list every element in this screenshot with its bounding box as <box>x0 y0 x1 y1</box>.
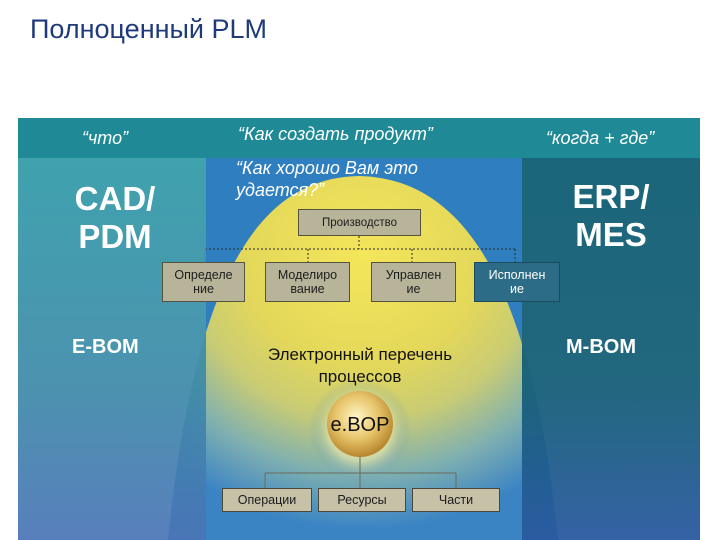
stage-management-line1: Управлен <box>385 268 442 282</box>
question-what: “что” <box>82 128 129 148</box>
erp-mes-panel <box>522 158 700 540</box>
pdm-label: PDM <box>78 218 152 255</box>
process-list-label: Электронный перечень процессов <box>226 344 494 388</box>
cad-pdm-label: CAD/ PDM <box>60 180 170 256</box>
question-how-well-2: удается?” <box>236 180 325 200</box>
production-box: Производство <box>298 209 421 236</box>
stage-definition-line2: ние <box>193 282 214 296</box>
resources-button[interactable]: Ресурсы <box>318 488 406 512</box>
plm-diagram: “что” “Как создать продукт” “когда + где… <box>18 118 700 540</box>
erp-label: ERP/ <box>572 178 650 215</box>
stage-definition-line1: Определе <box>174 268 233 282</box>
e-bom-label: E-BOM <box>72 336 139 358</box>
bottom-connectors <box>264 457 457 488</box>
cad-pdm-panel <box>18 158 206 540</box>
stage-modeling-line1: Моделиро <box>277 268 338 282</box>
mes-label: MES <box>575 216 647 253</box>
top-band <box>18 118 700 158</box>
erp-mes-label: ERP/ MES <box>556 178 666 254</box>
question-when-where: “когда + где” <box>546 128 655 148</box>
process-list-line2: процессов <box>318 367 402 386</box>
question-how-well-1: “Как хорошо Вам это <box>236 158 418 178</box>
cad-label: CAD/ <box>74 180 156 217</box>
operations-button[interactable]: Операции <box>222 488 312 512</box>
stage-management-line2: ие <box>406 282 421 296</box>
stage-execution-line2: ие <box>510 282 524 296</box>
stage-modeling-line2: вание <box>290 282 325 296</box>
parts-button[interactable]: Части <box>412 488 500 512</box>
page-title: Полноценный PLM <box>30 14 268 44</box>
orb <box>327 391 393 457</box>
m-bom-label: M-BOM <box>566 336 636 358</box>
question-how-create: “Как создать продукт” <box>238 124 433 144</box>
process-list-line1: Электронный перечень <box>267 345 453 364</box>
ebop-label: e.BOP <box>330 414 390 436</box>
stage-execution-line1: Исполнен <box>488 268 546 282</box>
